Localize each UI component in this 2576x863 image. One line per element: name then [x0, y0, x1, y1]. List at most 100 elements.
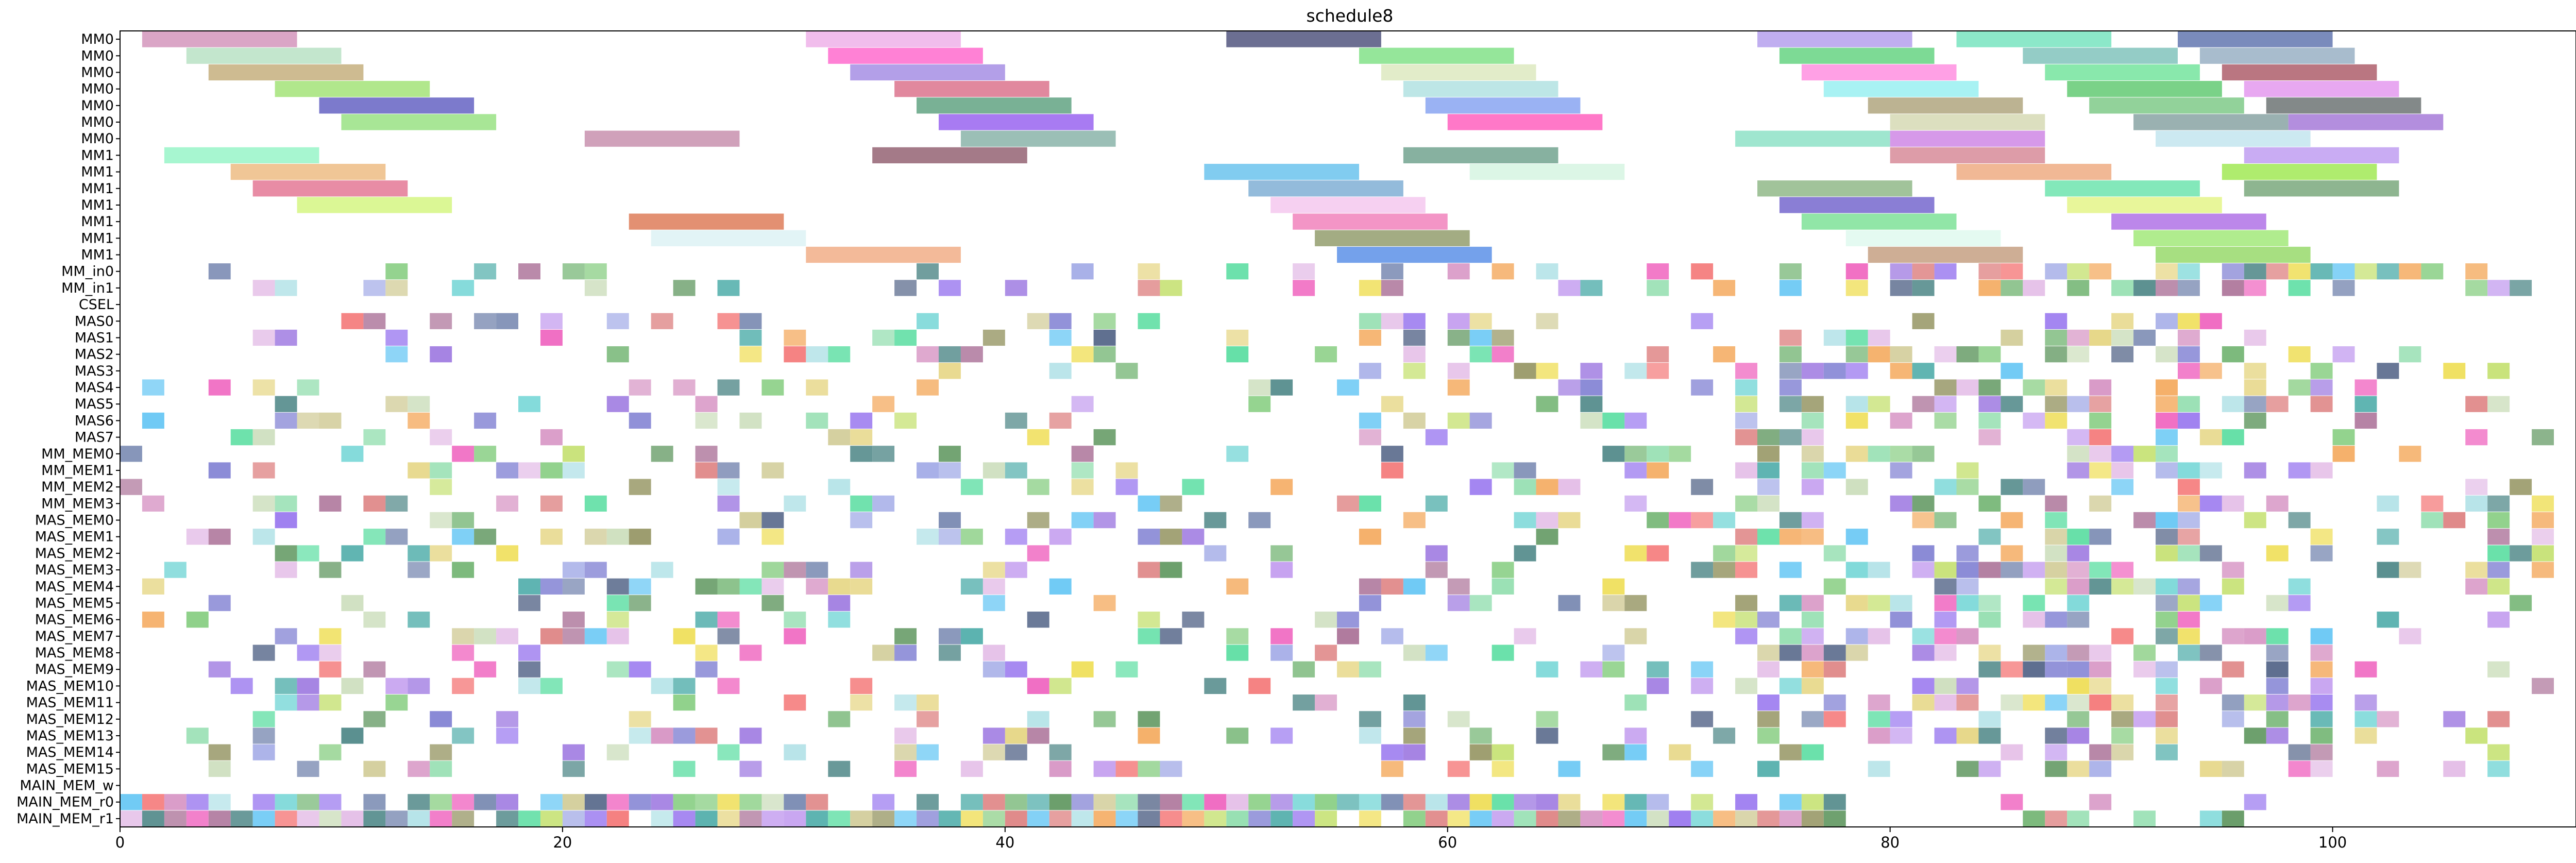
task-cell — [1890, 495, 1912, 512]
task-cell — [1403, 412, 1426, 429]
task-cell — [1735, 794, 1757, 810]
task-cell — [1425, 645, 1448, 661]
task-cell — [1138, 280, 1160, 296]
task-cell — [1469, 479, 1492, 495]
task-cell — [2045, 562, 2067, 578]
task-cell — [2310, 462, 2333, 479]
task-cell — [2067, 462, 2090, 479]
task-cell — [960, 346, 983, 363]
task-bar — [1868, 246, 2023, 263]
task-cell — [562, 744, 585, 760]
task-cell — [1956, 562, 1979, 578]
task-bar — [2089, 97, 2244, 114]
task-cell — [1580, 280, 1603, 296]
task-cell — [1248, 794, 1271, 810]
task-cell — [540, 529, 563, 545]
task-cell — [1381, 396, 1403, 412]
task-cell — [1801, 628, 1824, 645]
task-cell — [1868, 562, 1890, 578]
task-cell — [2332, 263, 2355, 280]
task-cell — [1160, 562, 1182, 578]
task-cell — [761, 595, 784, 612]
task-cell — [1912, 280, 1935, 296]
task-cell — [917, 529, 939, 545]
task-cell — [1403, 346, 1426, 363]
task-cell — [540, 810, 563, 827]
task-cell — [1912, 313, 1935, 329]
task-bar — [872, 147, 1027, 164]
task-cell — [1160, 495, 1182, 512]
task-cell — [939, 810, 961, 827]
task-cell — [872, 495, 895, 512]
task-cell — [2532, 562, 2554, 578]
task-cell — [982, 578, 1005, 595]
y-tick-label: MM1 — [81, 230, 114, 246]
task-cell — [1005, 661, 1027, 678]
task-cell — [1735, 396, 1757, 412]
task-cell — [784, 562, 806, 578]
task-cell — [917, 744, 939, 760]
task-cell — [784, 628, 806, 645]
task-cell — [430, 313, 452, 329]
task-cell — [2487, 661, 2510, 678]
task-cell — [784, 810, 806, 827]
task-cell — [1779, 628, 1802, 645]
task-bar — [2199, 47, 2355, 64]
task-cell — [2067, 446, 2090, 462]
task-cell — [1978, 379, 2001, 396]
task-cell — [1514, 545, 1536, 562]
task-cell — [2288, 760, 2311, 777]
task-cell — [275, 512, 297, 529]
task-cell — [363, 810, 386, 827]
task-cell — [2001, 562, 2023, 578]
task-cell — [1934, 479, 1957, 495]
task-cell — [1115, 760, 1138, 777]
task-cell — [761, 462, 784, 479]
task-cell — [1492, 329, 1514, 346]
task-cell — [2487, 711, 2510, 727]
task-cell — [2310, 760, 2333, 777]
task-cell — [1691, 810, 1714, 827]
task-cell — [894, 810, 917, 827]
task-cell — [1691, 313, 1714, 329]
task-cell — [2465, 727, 2488, 744]
task-cell — [1647, 280, 1669, 296]
task-cell — [2332, 280, 2355, 296]
task-cell — [673, 760, 696, 777]
task-cell — [1469, 727, 1492, 744]
task-cell — [1823, 363, 1846, 379]
task-bar — [1890, 114, 2045, 130]
task-cell — [1801, 396, 1824, 412]
task-cell — [1978, 529, 2001, 545]
task-cell — [2045, 329, 2067, 346]
task-cell — [1868, 346, 1890, 363]
x-tick-label: 20 — [553, 834, 572, 851]
task-cell — [2399, 446, 2421, 462]
task-cell — [1779, 529, 1802, 545]
task-cell — [939, 446, 961, 462]
task-cell — [1978, 562, 2001, 578]
task-cell — [2244, 329, 2266, 346]
task-cell — [1801, 412, 1824, 429]
task-bar — [1425, 97, 1581, 114]
task-cell — [2377, 495, 2399, 512]
task-cell — [2465, 263, 2488, 280]
task-cell — [1514, 810, 1536, 827]
task-cell — [1315, 694, 1337, 711]
task-cell — [2045, 346, 2067, 363]
task-cell — [1845, 346, 1868, 363]
task-cell — [1359, 595, 1381, 612]
task-bar — [1403, 147, 1558, 164]
task-cell — [275, 678, 297, 695]
task-cell — [164, 794, 187, 810]
y-tick-label: MM0 — [81, 98, 114, 114]
task-cell — [1293, 694, 1315, 711]
task-cell — [1270, 479, 1293, 495]
task-cell — [230, 810, 253, 827]
task-cell — [408, 462, 430, 479]
task-cell — [297, 379, 319, 396]
task-cell — [894, 727, 917, 744]
task-cell — [1027, 313, 1049, 329]
task-cell — [2199, 313, 2222, 329]
task-cell — [2532, 529, 2554, 545]
